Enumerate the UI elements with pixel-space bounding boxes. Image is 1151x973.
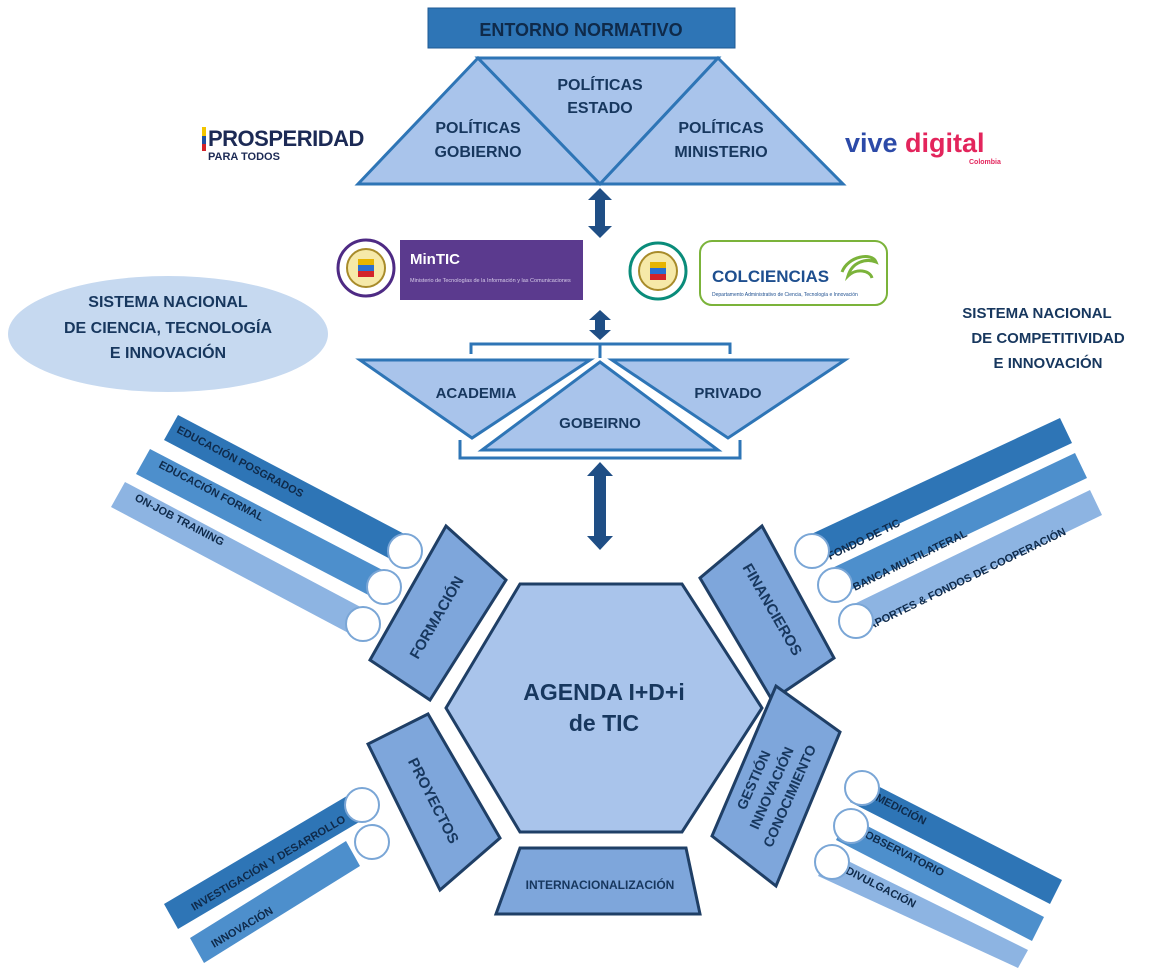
arm-aportes-fondos-node: [838, 603, 874, 639]
prosperidad-text: PROSPERIDAD: [208, 126, 364, 151]
arm-educacion-formal: [136, 449, 392, 600]
prosperidad-logo: PROSPERIDAD PARA TODOS: [202, 126, 364, 163]
sistema-competitividad-l1: SISTEMA NACIONAL: [962, 305, 1111, 322]
politicas-ministerio-l1: POLÍTICAS: [678, 118, 764, 137]
academia-triangle: [355, 358, 595, 440]
arm-investigacion-desarrollo-node: [344, 787, 380, 823]
politicas-estado-l1: POLÍTICAS: [557, 75, 643, 94]
financieros-arms: FONDO DE TIC BANCA MULTILATERAL APORTES …: [794, 418, 1102, 639]
politicas-gobierno-l2: GOBIERNO: [434, 144, 521, 161]
colciencias-text: COLCIENCIAS: [712, 267, 829, 286]
politicas-ministerio-l2: MINISTERIO: [674, 144, 767, 161]
triple-helix: [355, 342, 850, 460]
arrow-ministerios-triple: [589, 310, 611, 340]
pillar-formacion: [368, 523, 508, 703]
sistema-ciencia-l3: E INNOVACIÓN: [110, 343, 226, 362]
sistema-ciencia-l1: SISTEMA NACIONAL: [88, 294, 248, 311]
pillar-internacionalizacion: [493, 846, 702, 916]
arm-observatorio: [836, 816, 1044, 941]
privado-label: PRIVADO: [694, 385, 762, 402]
arm-educacion-formal-node: [366, 569, 402, 605]
colciencias-box: [699, 240, 888, 306]
agenda-hexagon: [444, 582, 764, 834]
arm-divulgacion-node: [814, 844, 850, 880]
arm-investigacion-desarrollo: [164, 793, 366, 929]
gestion-arms: MEDICIÓN OBSERVATORIO DIVULGACIÓN: [814, 770, 1062, 968]
pillar-gestion: [710, 683, 842, 889]
formacion-arms: EDUCACIÓN POSGRADOS EDUCACIÓN FORMAL ON-…: [111, 415, 423, 642]
politicas-gobierno-l1: POLÍTICAS: [435, 118, 521, 137]
mintic-box: [400, 240, 583, 300]
arrow-politicas-ministerios: [588, 188, 612, 238]
mintic-sub: Ministerio de Tecnologías de la Informac…: [410, 278, 571, 284]
agenda-l1: AGENDA I+D+i: [523, 679, 684, 705]
proyectos-arms: INVESTIGACIÓN Y DESARROLLO INNOVACIÓN: [164, 787, 390, 963]
mintic-logo: MinTIC Ministerio de Tecnologías de la I…: [336, 238, 583, 300]
sistema-competitividad-l2: DE COMPETITIVIDAD: [971, 330, 1125, 347]
arm-on-job-training: [111, 482, 370, 637]
pillar-proyectos: [365, 712, 502, 893]
arm-innovacion: [190, 841, 360, 963]
arm-banca-multilateral: [828, 453, 1087, 595]
digital-text: digital: [905, 128, 985, 158]
arm-fondo-tic-node: [794, 533, 830, 569]
vive-text: vive: [845, 128, 898, 158]
arm-on-job-training-node: [345, 606, 381, 642]
arm-observatorio-node: [833, 808, 869, 844]
entorno-normativo-bar: [427, 7, 736, 49]
arm-divulgacion: [818, 852, 1028, 968]
vive-sub: Colombia: [969, 159, 1001, 166]
entorno-normativo-label: ENTORNO NORMATIVO: [479, 20, 682, 40]
sistema-ciencia-ellipse: [8, 276, 328, 392]
arm-innovacion-node: [354, 824, 390, 860]
prosperidad-sub: PARA TODOS: [208, 151, 280, 163]
colciencias-logo: COLCIENCIAS Departamento Administrativo …: [628, 240, 888, 306]
colciencias-sub: Departamento Administrativo de Ciencia, …: [712, 292, 858, 298]
pillar-financieros: [698, 523, 836, 703]
arm-aportes-fondos: [850, 490, 1102, 631]
pillar-internacionalizacion-label: INTERNACIONALIZACIÓN: [526, 877, 675, 892]
politicas-ministerio-triangle: [596, 55, 847, 186]
agenda-l2: de TIC: [569, 710, 639, 736]
privado-triangle: [607, 358, 850, 440]
arm-medicion-node: [844, 770, 880, 806]
gobierno-label: GOBEIRNO: [559, 415, 641, 432]
academia-label: ACADEMIA: [436, 385, 517, 402]
sistema-competitividad-l3: E INNOVACIÓN: [994, 354, 1103, 372]
sistema-ciencia-l2: DE CIENCIA, TECNOLOGÍA: [64, 318, 272, 337]
arm-banca-multilateral-node: [817, 567, 853, 603]
politicas-estado-l2: ESTADO: [567, 100, 632, 117]
gobierno-triangle: [477, 360, 723, 452]
arrow-triple-agenda: [587, 462, 613, 550]
arm-educacion-posgrados: [164, 415, 412, 563]
colciencias-swoosh-icon: [840, 255, 879, 282]
arm-educacion-posgrados-node: [387, 533, 423, 569]
politicas-triangles: [354, 55, 847, 187]
arm-medicion: [850, 778, 1062, 904]
vive-digital-logo: vive digital Colombia: [845, 128, 1001, 166]
mintic-text: MinTIC: [410, 251, 460, 268]
arm-fondo-tic: [805, 418, 1072, 562]
